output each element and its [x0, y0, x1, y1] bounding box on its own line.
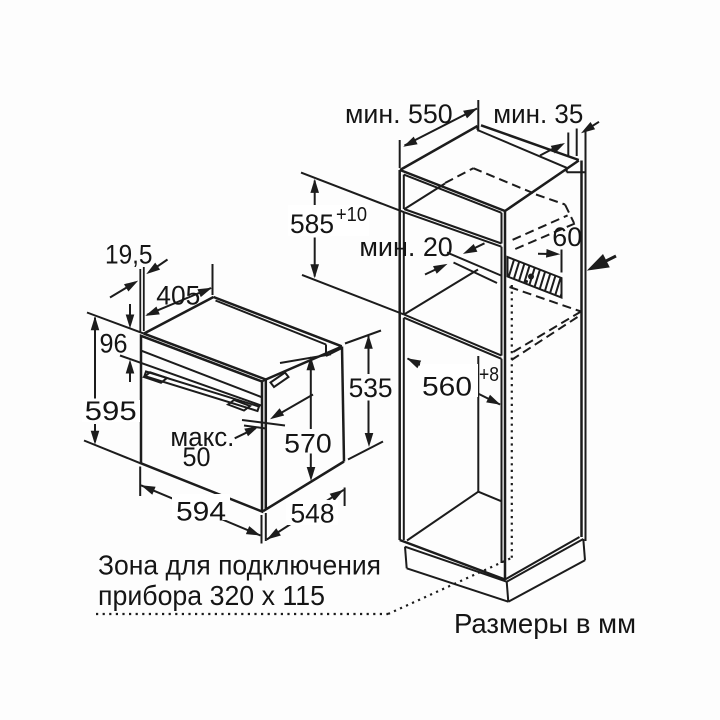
svg-text:Размеры в мм: Размеры в мм: [454, 608, 636, 639]
svg-text:19,5: 19,5: [105, 240, 153, 270]
svg-text:60: 60: [552, 222, 582, 252]
svg-text:прибора 320 x 115: прибора 320 x 115: [98, 580, 325, 611]
svg-text:мин. 550: мин. 550: [345, 99, 453, 129]
svg-text:мин. 20: мин. 20: [359, 232, 452, 262]
svg-text:96: 96: [100, 329, 128, 359]
svg-text:макс.: макс.: [170, 422, 234, 452]
svg-text:+8: +8: [479, 364, 499, 386]
svg-text:мин. 35: мин. 35: [493, 99, 583, 129]
svg-text:Зона для подключения: Зона для подключения: [98, 550, 381, 581]
svg-text:+10: +10: [336, 204, 367, 226]
svg-text:548: 548: [291, 499, 335, 529]
svg-text:50: 50: [183, 442, 211, 472]
svg-text:594: 594: [176, 497, 226, 527]
svg-text:535: 535: [349, 373, 393, 403]
svg-text:560: 560: [422, 372, 472, 402]
svg-text:570: 570: [284, 428, 332, 458]
svg-text:585: 585: [290, 209, 334, 239]
svg-text:405: 405: [156, 281, 200, 311]
svg-text:595: 595: [85, 396, 137, 426]
